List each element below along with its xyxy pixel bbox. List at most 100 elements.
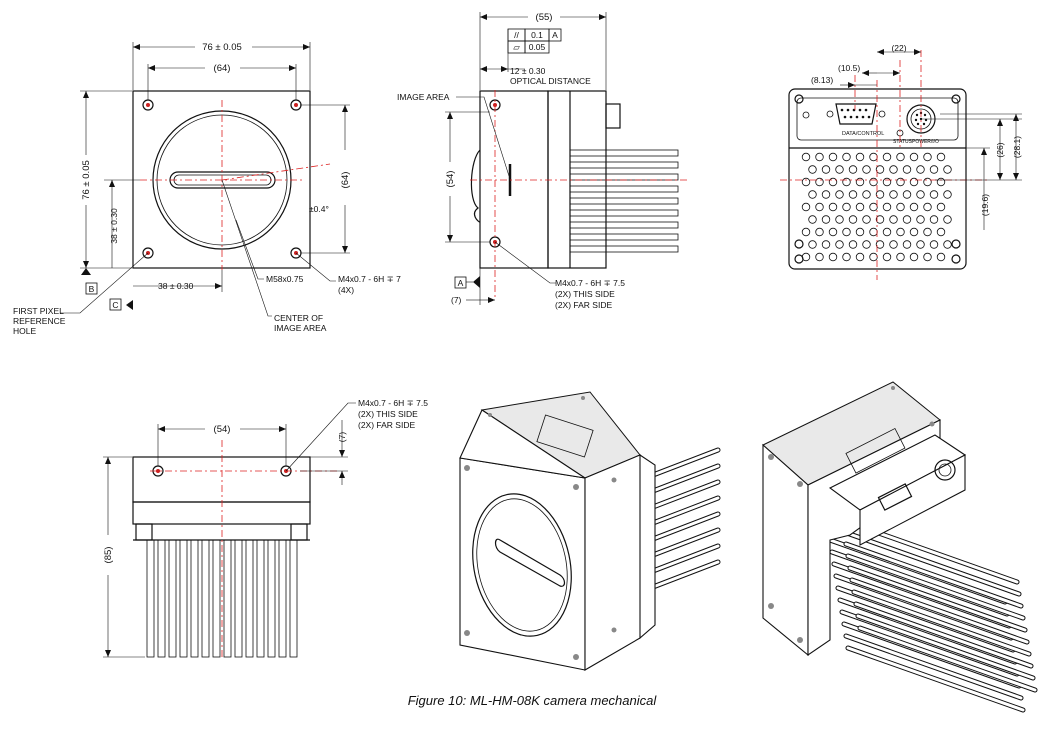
vent-hole [848, 190, 858, 199]
side-fins [569, 149, 679, 253]
side-height-dim: (54) [445, 171, 456, 188]
center-area-line1: CENTER OF [274, 313, 323, 323]
vent-hole [936, 227, 946, 237]
heatsink-fin [245, 539, 254, 658]
vent-hole [828, 177, 838, 187]
heatsink-fin [267, 539, 276, 658]
vent-hole [855, 252, 865, 262]
vent-hole [842, 227, 851, 237]
vent-hole [929, 215, 939, 224]
vent-hole [862, 190, 871, 199]
side-view: (55) // 0.1 A ▱ 0.05 12 ± 0.30 OPTICAL D… [397, 12, 690, 310]
vent-hole [801, 177, 811, 187]
center-area-line2: IMAGE AREA [274, 323, 327, 333]
front-width-dim: 76 ± 0.05 [202, 42, 242, 53]
vent-hole [916, 215, 925, 224]
tol-flat-symbol: ▱ [513, 42, 520, 52]
vent-hole [896, 177, 905, 187]
vent-hole [801, 152, 811, 162]
iso2-power-connector [934, 459, 956, 481]
top-hole-spacing: (54) [214, 424, 231, 435]
rear-dim-28-1: (28.1) [1012, 136, 1022, 158]
vent-hole [869, 227, 878, 237]
heatsink-fin [223, 539, 232, 658]
vent-hole [902, 240, 912, 249]
front-hole-spacing-h: (64) [214, 63, 231, 74]
vent-hole [835, 165, 844, 174]
optical-distance-dim: 12 ± 0.30 [510, 66, 546, 76]
top-screw-far: (2X) FAR SIDE [358, 420, 415, 430]
first-pixel-line3: HOLE [13, 326, 36, 336]
vent-hole [882, 202, 892, 212]
tol-flat-value: 0.05 [529, 42, 546, 52]
vent-hole [882, 227, 892, 237]
heatsink-fin [278, 539, 287, 658]
vent-hole [902, 215, 912, 224]
vent-hole [855, 227, 865, 237]
front-tilt: ±0.4° [309, 204, 329, 214]
rear-view: DATA/CONTROL POWER/I/O STATUS (22) (10.5… [780, 43, 1022, 280]
rear-dim-8-13: (8.13) [811, 75, 833, 85]
vent-hole [875, 190, 885, 199]
heatsink-fin [179, 539, 188, 658]
top-height-dim: (85) [103, 547, 114, 564]
rear-dim-26: (26) [995, 142, 1005, 157]
vent-hole [889, 190, 898, 199]
tol-parallel-value: 0.1 [531, 30, 543, 40]
vent-hole [848, 215, 858, 224]
vent-hole [916, 165, 925, 174]
heatsink-fin [212, 539, 221, 658]
rear-dim-10-5: (10.5) [838, 63, 860, 73]
front-body [132, 90, 311, 269]
vent-hole [815, 227, 824, 237]
heatsink-fin [854, 602, 1033, 668]
vent-hole [815, 152, 824, 162]
vent-hole [923, 227, 932, 237]
vent-hole [902, 190, 912, 199]
heatsink-fin [856, 614, 1035, 680]
top-fins [146, 539, 298, 658]
tol-parallel-symbol: // [514, 30, 519, 40]
front-mount-label: M58x0.75 [266, 274, 304, 284]
vent-hole [808, 240, 817, 249]
vent-hole [821, 215, 831, 224]
vent-hole [882, 252, 892, 262]
vent-hole [855, 177, 865, 187]
front-screw-label: M4x0.7 - 6H ∓ 7 [338, 274, 401, 284]
side-screw-far: (2X) FAR SIDE [555, 300, 612, 310]
vent-hole [808, 215, 817, 224]
vent-hole [835, 240, 844, 249]
vent-hole [896, 152, 905, 162]
vent-hole [909, 202, 919, 212]
top-screw-this: (2X) THIS SIDE [358, 409, 418, 419]
vent-hole [828, 202, 838, 212]
data-control-connector [835, 103, 877, 125]
vent-hole [815, 252, 824, 262]
optical-distance-label: OPTICAL DISTANCE [510, 76, 591, 86]
vent-hole [923, 177, 932, 187]
vent-hole [869, 177, 878, 187]
vent-hole [815, 177, 824, 187]
vent-hole [923, 152, 932, 162]
heatsink-fin [858, 626, 1037, 692]
vent-hole [909, 227, 919, 237]
heatsink-fin [234, 539, 243, 658]
vent-hole [808, 190, 817, 199]
vent-hole [923, 252, 932, 262]
conn-status-label: STATUS [893, 139, 913, 145]
vent-hole [889, 165, 898, 174]
vent-hole [869, 252, 878, 262]
vent-hole [889, 215, 898, 224]
vent-hole [862, 165, 871, 174]
conn-power-label: POWER/I/O [912, 139, 939, 145]
heatsink-fin [852, 590, 1031, 656]
side-screw-this: (2X) THIS SIDE [555, 289, 615, 299]
vent-hole [909, 177, 919, 187]
rear-corner-screws [794, 94, 961, 264]
front-hole-spacing-v: (64) [340, 172, 351, 189]
front-view: 76 ± 0.05 (64) 76 ± 0.05 (64) ±0.4° 38 ±… [13, 42, 401, 336]
vent-hole [882, 177, 892, 187]
front-center-y: 38 ± 0.30 [109, 208, 119, 244]
heatsink-fin [844, 634, 1023, 700]
